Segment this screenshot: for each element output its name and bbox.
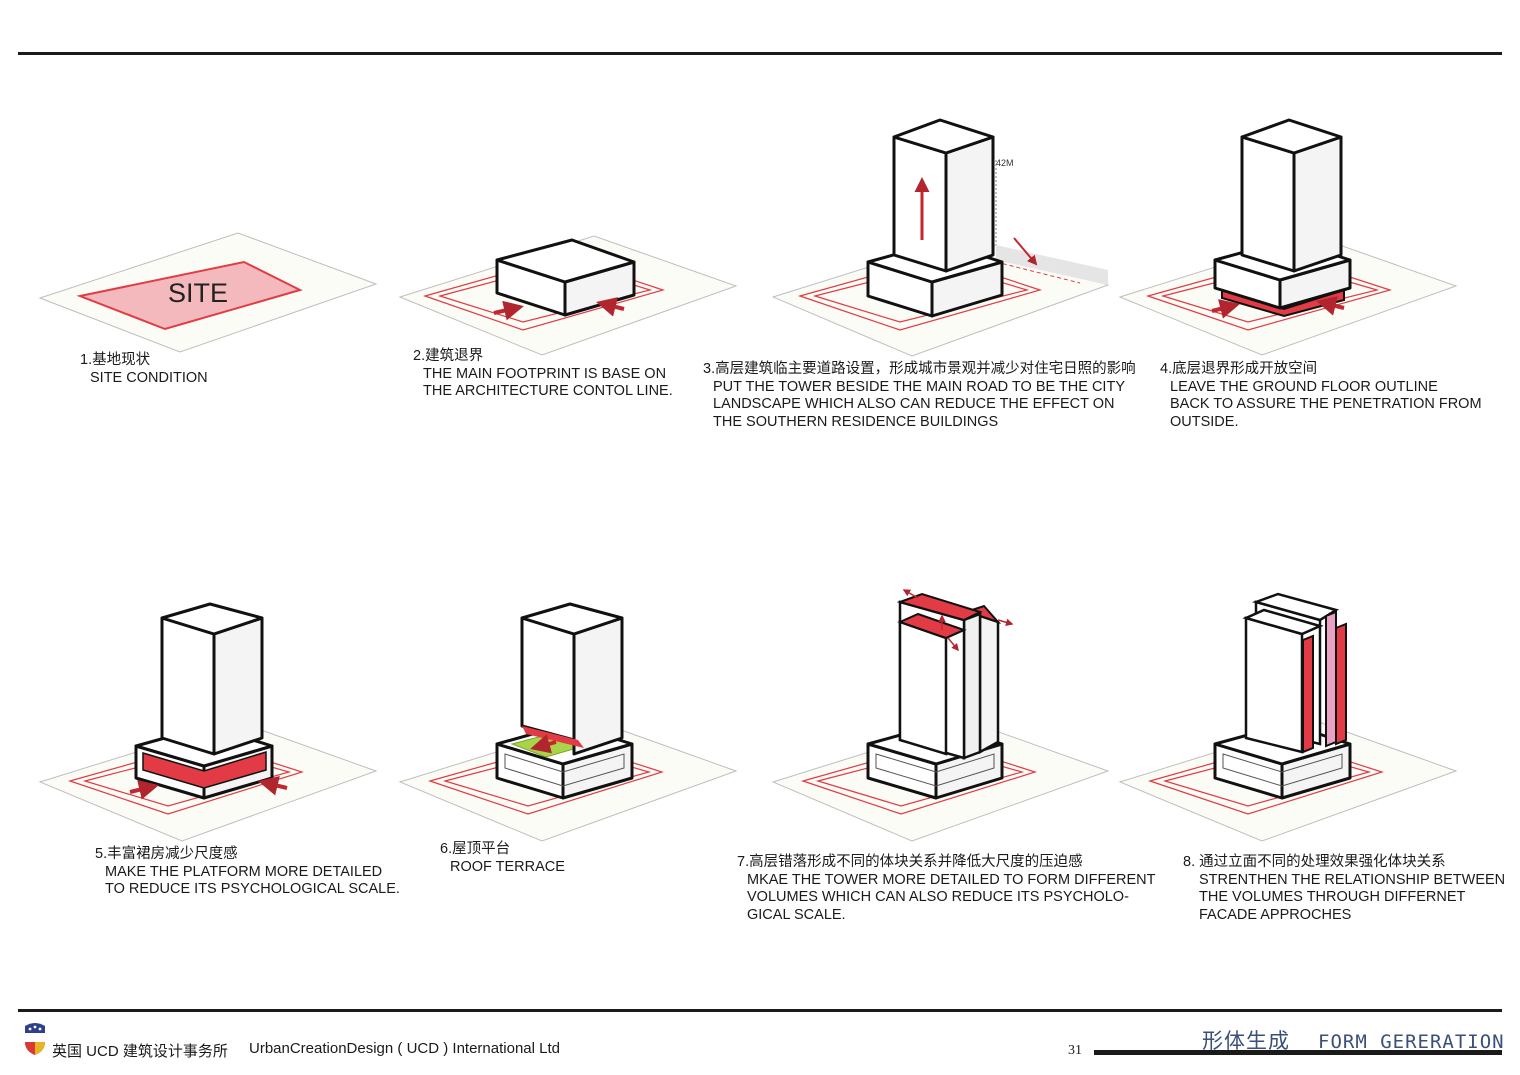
step-desc-line: THE VOLUMES THROUGH DIFFERNET <box>1199 889 1466 906</box>
step-desc-line: FACADE APPROCHES <box>1199 906 1352 923</box>
step4-drawing <box>1118 118 1458 356</box>
arrow-right <box>596 297 625 317</box>
step-title: 1.基地现状 <box>80 352 151 368</box>
height-label: 42M <box>996 158 1014 168</box>
arrow-top-left <box>902 589 919 599</box>
site-label: SITE <box>168 278 228 308</box>
step-title: 8. 通过立面不同的处理效果强化体块关系 <box>1183 854 1446 870</box>
step-desc-line: GICAL SCALE. <box>747 906 846 923</box>
step-4-caption: 4.底层退界形成开放空间 LEAVE THE GROUND FLOOR OUTL… <box>1160 361 1482 431</box>
site-boundary <box>76 260 303 331</box>
arrow-right <box>258 776 288 796</box>
tower-left <box>1240 135 1296 273</box>
podium-band-red <box>142 750 267 789</box>
tower-front-top <box>1242 608 1324 636</box>
step-desc-line: VOLUMES WHICH CAN ALSO REDUCE ITS PSYCHO… <box>747 889 1129 906</box>
podium-inset <box>1222 753 1343 787</box>
tower-back-right <box>978 614 1000 755</box>
company-logo-icon <box>25 1023 45 1055</box>
tower-top <box>1240 118 1343 155</box>
page-title-en: FORM GERERATION <box>1318 1031 1505 1053</box>
facade-red-right <box>1335 622 1347 746</box>
arrow-left <box>1211 299 1240 319</box>
step-2-caption: 2.建筑退界 THE MAIN FOOTPRINT IS BASE ON THE… <box>413 348 673 401</box>
step-1-caption: 1.基地现状 SITE CONDITION <box>80 352 208 387</box>
step-title: 7.高层错落形成不同的体块关系并降低大尺度的压迫感 <box>737 854 1083 870</box>
tower-right <box>212 616 264 756</box>
page-title: 形体生成 FORM GERERATION <box>1202 1025 1505 1055</box>
tower-front-left <box>898 620 948 756</box>
arrow-terrace <box>530 734 557 754</box>
step-title: 2.建筑退界 <box>413 348 484 364</box>
arrow-right <box>1316 296 1345 316</box>
tower-right <box>572 616 624 756</box>
podium-inset <box>504 753 625 787</box>
step7-drawing <box>771 589 1110 842</box>
road-line <box>995 261 1081 284</box>
step-title: 3.高层建筑临主要道路设置，形成城市景观并减少对住宅日照的影响 <box>703 361 1136 377</box>
arrow-left <box>493 300 524 321</box>
tower-base-red <box>522 726 584 748</box>
tower-right <box>944 135 995 273</box>
step-title: 5.丰富裙房减少尺度感 <box>95 846 238 862</box>
tower-left <box>160 616 216 756</box>
step-desc-line: MKAE THE TOWER MORE DETAILED TO FORM DIF… <box>747 871 1156 888</box>
tower-top <box>160 602 264 636</box>
step-5-caption: 5.丰富裙房减少尺度感 MAKE THE PLATFORM MORE DETAI… <box>95 846 400 899</box>
tower-left <box>520 616 576 742</box>
arrow-top-right <box>997 618 1014 626</box>
step-desc-line: THE MAIN FOOTPRINT IS BASE ON <box>423 365 667 382</box>
arrow-mid-down <box>947 637 959 652</box>
step-8-caption: 8. 通过立面不同的处理效果强化体块关系 STRENTHEN THE RELAT… <box>1183 854 1505 924</box>
bottom-rule <box>18 1009 1502 1012</box>
podium-inset <box>875 753 995 787</box>
tower-top <box>520 602 624 636</box>
page-title-cn: 形体生成 <box>1202 1030 1290 1053</box>
step-desc-line: PUT THE TOWER BESIDE THE MAIN ROAD TO BE… <box>713 378 1125 395</box>
step-desc-line: ROOF TERRACE <box>450 858 565 875</box>
step5-drawing <box>38 602 378 842</box>
step-6-caption: 6.屋顶平台 ROOF TERRACE <box>440 841 565 876</box>
facade-red-front <box>1302 634 1314 754</box>
step-desc-line: THE ARCHITECTURE CONTOL LINE. <box>423 383 673 400</box>
sun-arrow <box>1013 237 1038 266</box>
step-desc-line: LANDSCAPE WHICH ALSO CAN REDUCE THE EFFE… <box>713 396 1115 413</box>
step-title: 6.屋顶平台 <box>440 841 511 857</box>
step8-drawing <box>1118 592 1458 842</box>
company-name-en: UrbanCreationDesign ( UCD ) Internationa… <box>249 1040 560 1057</box>
tower-top <box>892 118 995 155</box>
block-top <box>495 238 636 284</box>
step-desc-line: MAKE THE PLATFORM MORE DETAILED <box>105 863 383 880</box>
arrow-left <box>129 780 159 800</box>
title-underline <box>1094 1050 1502 1055</box>
company-name-cn: 英国 UCD 建筑设计事务所 <box>52 1043 228 1060</box>
tower-back-top <box>1251 592 1340 622</box>
step3-drawing: 42M <box>771 118 1110 357</box>
step-desc-line: BACK TO ASSURE THE PENETRATION FROM <box>1170 396 1482 413</box>
tower-left <box>892 135 948 273</box>
top-rule <box>18 52 1502 55</box>
step-desc-line: OUTSIDE. <box>1170 413 1239 430</box>
step-3-caption: 3.高层建筑临主要道路设置，形成城市景观并减少对住宅日照的影响 PUT THE … <box>703 361 1136 431</box>
step-desc-line: STRENTHEN THE RELATIONSHIP BETWEEN <box>1199 871 1506 888</box>
step-desc-line: SITE CONDITION <box>90 369 208 386</box>
page-number: 31 <box>1068 1043 1082 1058</box>
step-desc-line: LEAVE THE GROUND FLOOR OUTLINE <box>1170 378 1438 395</box>
step-desc-line: THE SOUTHERN RESIDENCE BUILDINGS <box>713 413 999 430</box>
step6-drawing <box>398 602 738 842</box>
facade-pink <box>1325 610 1337 748</box>
step-desc-line: TO REDUCE ITS PSYCHOLOGICAL SCALE. <box>105 881 400 898</box>
tower-mid-right <box>962 612 982 760</box>
step-7-caption: 7.高层错落形成不同的体块关系并降低大尺度的压迫感 MKAE THE TOWER… <box>737 854 1155 924</box>
step2-drawing <box>398 235 738 356</box>
tower-front-left <box>1244 616 1304 754</box>
step-title: 4.底层退界形成开放空间 <box>1160 361 1318 377</box>
tower-right <box>1292 135 1343 273</box>
road-shade <box>996 245 1108 285</box>
step1-drawing: SITE <box>38 232 378 353</box>
